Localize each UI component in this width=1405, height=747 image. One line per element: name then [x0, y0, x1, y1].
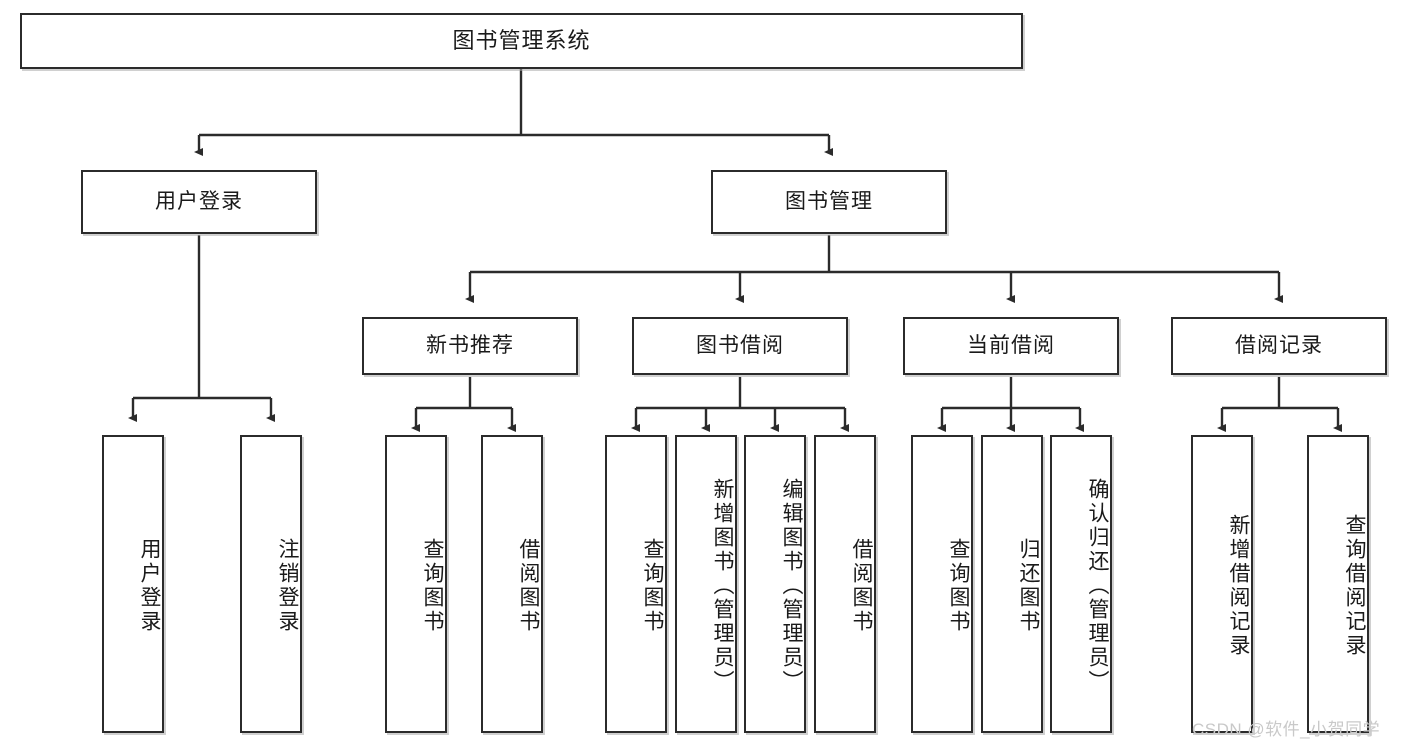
leaf-logout[interactable]: 注销登录: [240, 435, 302, 733]
node-book-management[interactable]: 图书管理: [711, 170, 947, 234]
leaf-query-borrow-record[interactable]: 查询借阅记录: [1307, 435, 1369, 733]
leaf-add-book-admin[interactable]: 新增图书（管理员）: [675, 435, 737, 733]
leaf-edit-book-admin[interactable]: 编辑图书（管理员）: [744, 435, 806, 733]
node-book-borrow[interactable]: 图书借阅: [632, 317, 848, 375]
leaf-return-book[interactable]: 归还图书: [981, 435, 1043, 733]
watermark-csdn: CSDN @软件_小贺同学: [1192, 720, 1381, 739]
node-new-book-recommend[interactable]: 新书推荐: [362, 317, 578, 375]
node-current-borrow[interactable]: 当前借阅: [903, 317, 1119, 375]
leaf-add-borrow-record[interactable]: 新增借阅记录: [1191, 435, 1253, 733]
leaf-confirm-return-admin[interactable]: 确认归还（管理员）: [1050, 435, 1112, 733]
leaf-query-book-recommend[interactable]: 查询图书: [385, 435, 447, 733]
node-root-system[interactable]: 图书管理系统: [20, 13, 1023, 69]
leaf-query-book-current[interactable]: 查询图书: [911, 435, 973, 733]
leaf-borrow-book[interactable]: 借阅图书: [814, 435, 876, 733]
node-user-login[interactable]: 用户登录: [81, 170, 317, 234]
node-borrow-record[interactable]: 借阅记录: [1171, 317, 1387, 375]
leaf-borrow-book-recommend[interactable]: 借阅图书: [481, 435, 543, 733]
leaf-query-book-borrow[interactable]: 查询图书: [605, 435, 667, 733]
leaf-user-login[interactable]: 用户登录: [102, 435, 164, 733]
